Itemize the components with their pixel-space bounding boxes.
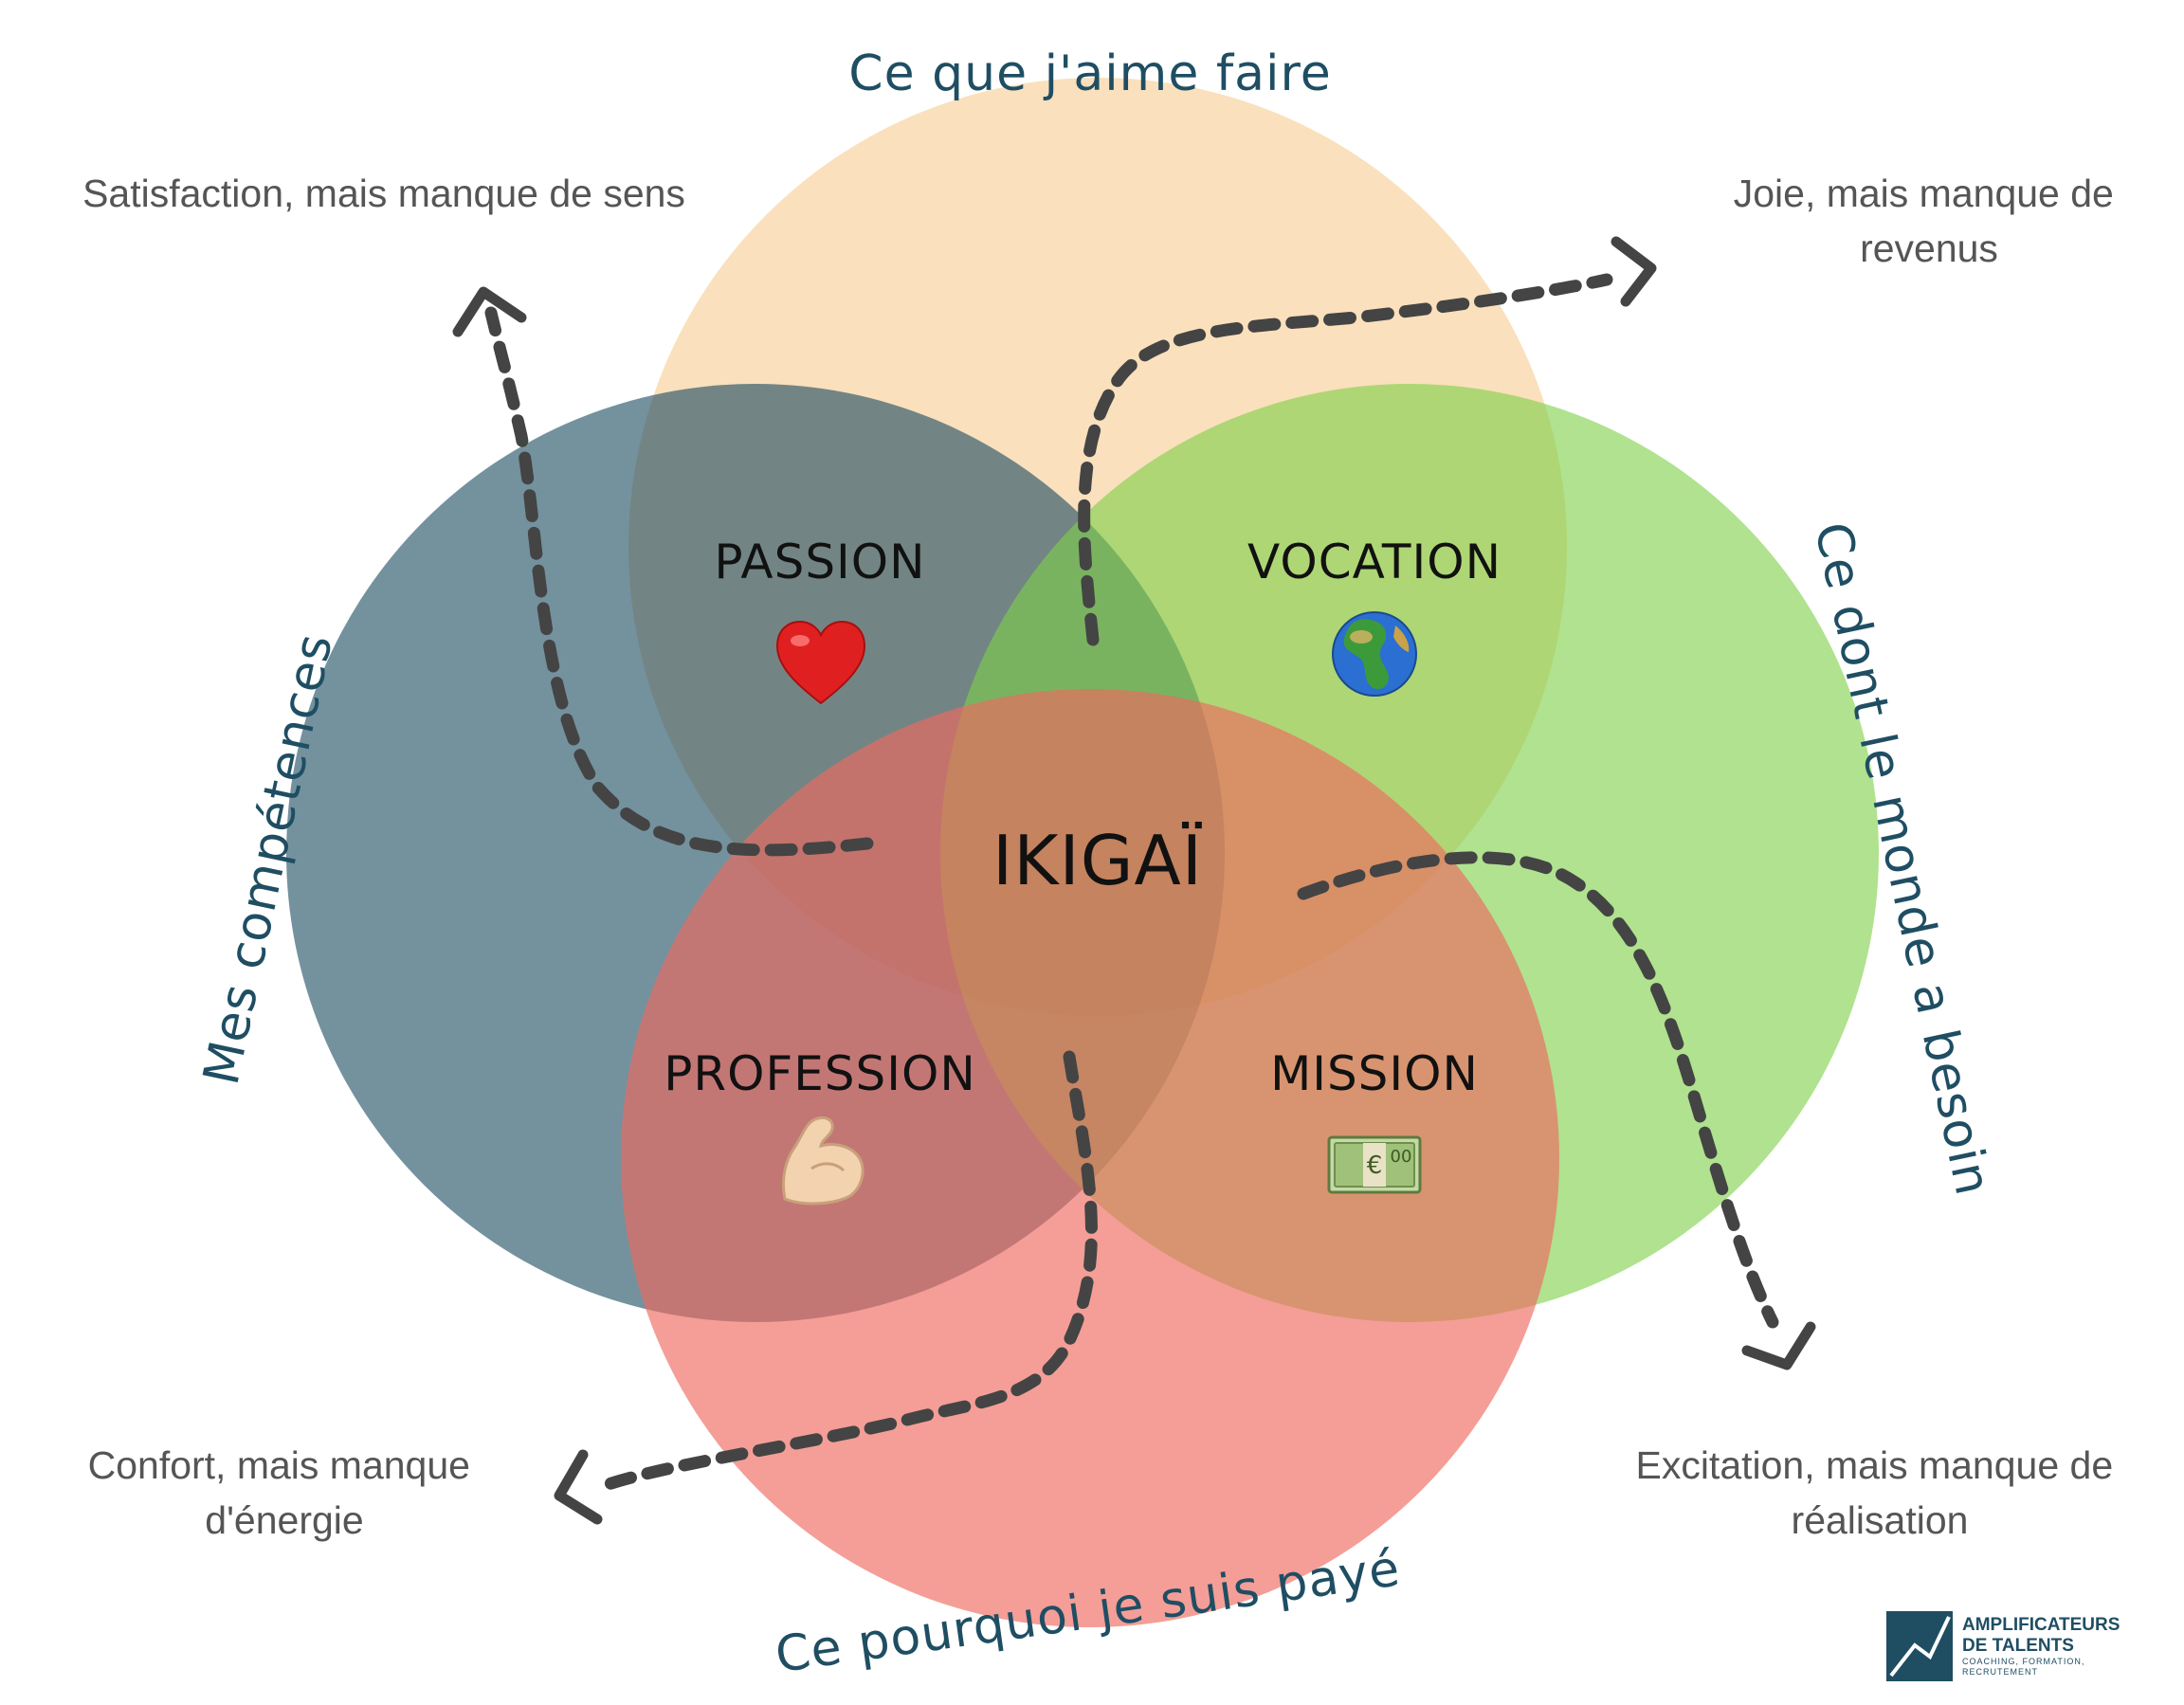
banknote-icon: € 00 xyxy=(1327,1135,1422,1194)
globe-icon xyxy=(1332,611,1417,697)
region-mission-label: MISSION xyxy=(1270,1046,1479,1101)
note-top-right: Joie, mais manque de revenus xyxy=(1734,172,2125,270)
logo-tagline1: COACHING, FORMATION, xyxy=(1962,1657,2084,1666)
logo-tagline2: RECRUTEMENT xyxy=(1962,1667,2038,1677)
flexed-biceps-icon xyxy=(781,1116,864,1206)
logo-line2: DE TALENTS xyxy=(1962,1636,2074,1656)
logo-arrow-icon xyxy=(1889,1616,1951,1678)
arrow-profession-head xyxy=(554,1449,603,1525)
svg-text:€: € xyxy=(1367,1152,1383,1180)
arrow-vocation-path xyxy=(1078,273,1613,646)
amplificateurs-logo: AMPLIFICATEURS DE TALENTS COACHING, FORM… xyxy=(1886,1611,2120,1681)
arrow-passion-head xyxy=(452,286,527,337)
circle-bottom xyxy=(621,689,1559,1627)
arrow-mission-path xyxy=(1297,851,1779,1329)
region-vocation-label: VOCATION xyxy=(1247,535,1502,589)
region-passion-label: PASSION xyxy=(714,535,925,589)
svg-text:00: 00 xyxy=(1391,1147,1412,1167)
label-top-circle: Ce que j'aime faire xyxy=(848,45,1331,102)
note-bottom-left: Confort, mais manque d'énergie xyxy=(88,1443,482,1542)
note-bottom-right: Excitation, mais manque de réalisation xyxy=(1635,1443,2123,1542)
arrow-mission-head xyxy=(1741,1321,1816,1370)
logo-line1: AMPLIFICATEURS xyxy=(1962,1615,2120,1635)
note-top-left: Satisfaction, mais manque de sens xyxy=(82,172,685,215)
ikigai-center-label: IKIGAÏ xyxy=(992,821,1203,900)
heart-icon xyxy=(775,620,866,705)
arrow-profession-path xyxy=(591,1050,1098,1495)
region-profession-label: PROFESSION xyxy=(664,1046,976,1101)
arrow-passion-path xyxy=(484,306,874,857)
arrow-vocation-head xyxy=(1611,236,1657,307)
